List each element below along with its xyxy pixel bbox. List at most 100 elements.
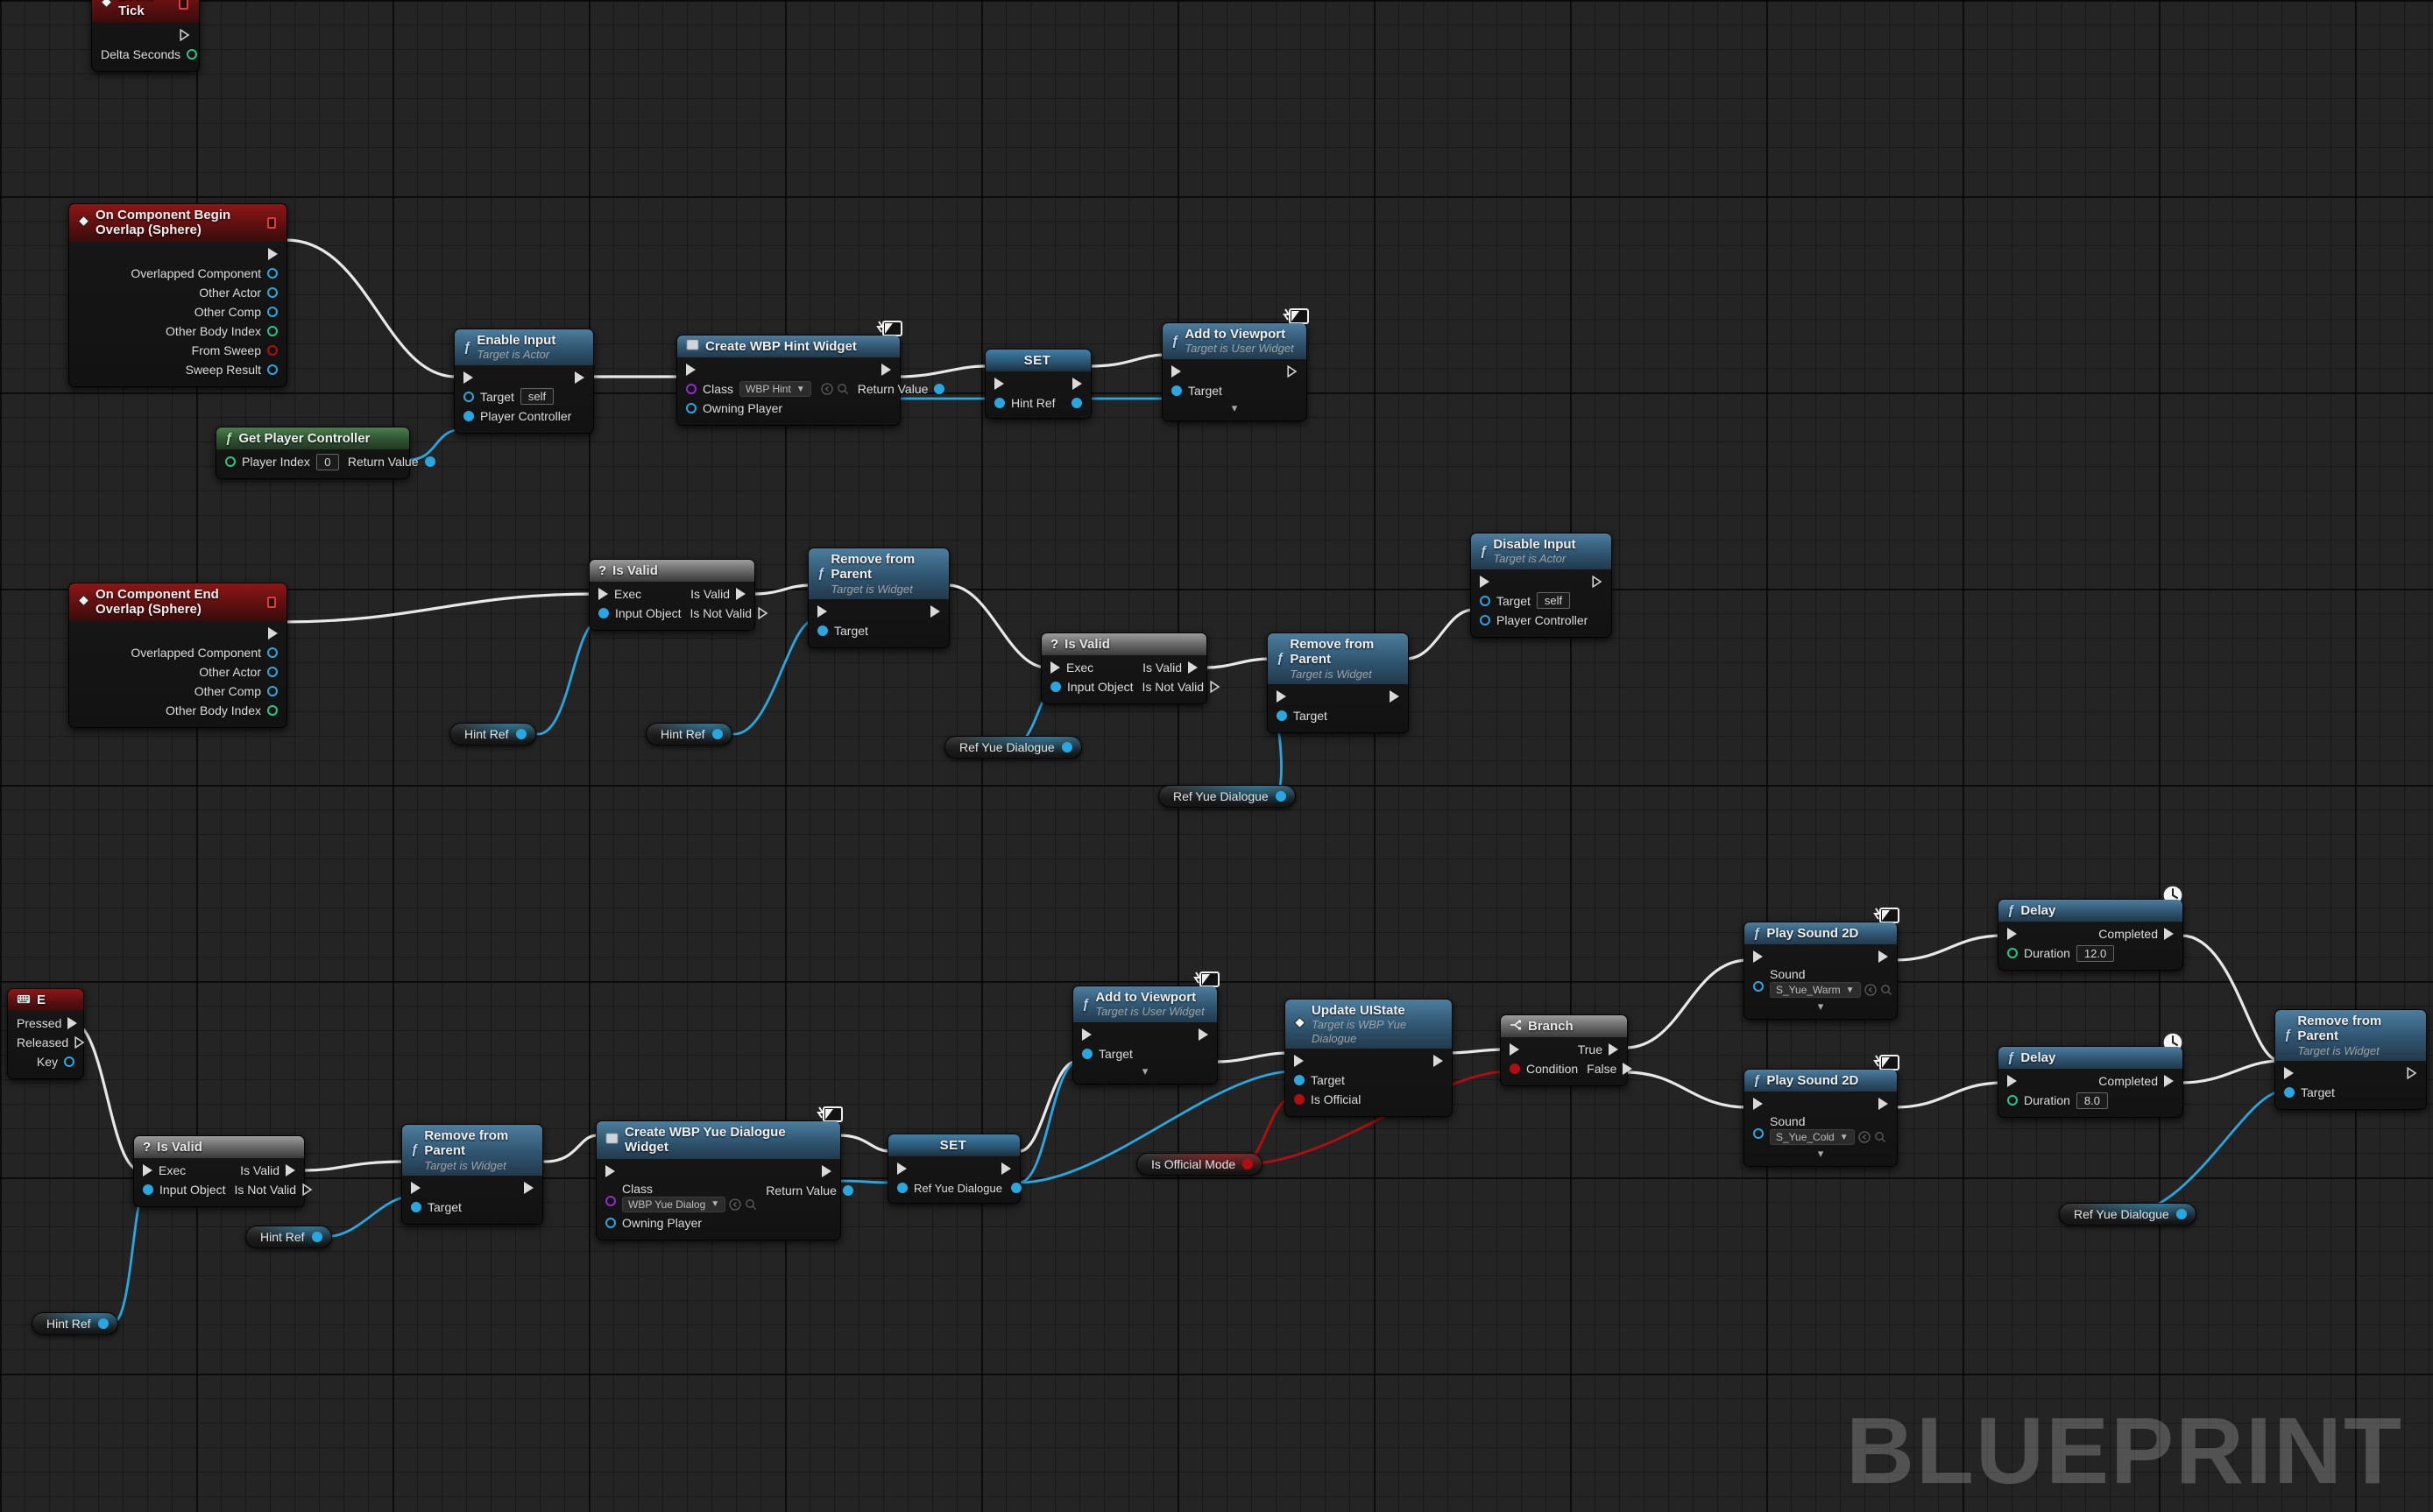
float-in-pin-icon[interactable]	[2007, 948, 2018, 959]
node-get-player-controller[interactable]: ƒ Get Player Controller Player Index 0 R…	[216, 427, 435, 480]
pin-row-condition-false[interactable]: Condition False	[1501, 1059, 1633, 1078]
object-out-pin-icon[interactable]	[267, 267, 278, 279]
event-breakpoint-icon[interactable]	[266, 216, 276, 229]
object-out-pin-icon[interactable]	[97, 1318, 109, 1329]
exec-in-pin-icon[interactable]	[2284, 1067, 2294, 1080]
exec-out-pin-icon[interactable]	[1001, 1162, 1011, 1176]
int-out-pin-icon[interactable]	[267, 704, 278, 716]
object-in-pin-icon[interactable]	[598, 608, 609, 619]
class-in-pin-icon[interactable]	[605, 1195, 616, 1206]
bool-in-pin-icon[interactable]	[1510, 1063, 1520, 1075]
object-out-pin-icon[interactable]	[311, 1232, 322, 1242]
player-index-input[interactable]: 0	[315, 453, 339, 470]
pin-row-target[interactable]: Target	[1268, 706, 1408, 725]
object-in-pin-icon[interactable]	[1082, 1048, 1093, 1059]
pin-row-is-official[interactable]: Is Official	[1285, 1090, 1452, 1109]
pin-row-sweep-result[interactable]: Sweep Result	[69, 360, 286, 379]
pin-row-exec[interactable]	[888, 1159, 1020, 1178]
bool-out-pin-icon[interactable]	[267, 344, 278, 356]
pin-row-class[interactable]: Class WBP Hint ▼ Return Value	[677, 379, 945, 399]
pin-row-target[interactable]: Target	[1285, 1070, 1452, 1090]
object-in-pin-icon[interactable]	[411, 1202, 421, 1213]
exec-in-pin-icon[interactable]	[2007, 928, 2017, 941]
exec-out-pin-icon[interactable]	[2407, 1067, 2417, 1080]
pin-row-exec[interactable]	[1268, 687, 1408, 706]
node-play-sound-2d-warm[interactable]: ƒ Play Sound 2D Sound S_Yue_	[1743, 908, 1899, 1021]
object-out-pin-icon[interactable]	[2175, 1209, 2187, 1219]
pin-row-exec[interactable]: Exec Is Valid	[134, 1161, 304, 1180]
pin-row-target[interactable]: Target self	[1471, 591, 1611, 611]
bool-out-pin-icon[interactable]	[1242, 1159, 1254, 1169]
target-self-value[interactable]: self	[1536, 592, 1571, 610]
pin-row-exec[interactable]	[1744, 1094, 1897, 1113]
exec-out-pin-icon[interactable]	[1287, 364, 1298, 378]
node-remove-from-parent-2[interactable]: ƒ Remove from Parent Target is Widget Ta…	[1267, 632, 1409, 734]
sound-select[interactable]: S_Yue_Warm ▼	[1770, 982, 1861, 999]
object-out-pin-icon[interactable]	[424, 456, 435, 468]
pin-row-exec[interactable]	[1163, 362, 1306, 381]
node-on-component-begin-overlap[interactable]: On Component Begin Overlap (Sphere) Over…	[68, 203, 287, 387]
pin-row-input-object[interactable]: Input Object Is Not Valid	[134, 1180, 313, 1199]
int-in-pin-icon[interactable]	[225, 456, 236, 468]
object-out-pin-icon[interactable]	[1275, 791, 1286, 802]
target-self-value[interactable]: self	[520, 388, 555, 406]
variable-getter-hint-ref-2[interactable]: Hint Ref	[646, 723, 732, 745]
node-delay-8[interactable]: ƒ Delay Completed Duration 8.0	[1998, 1032, 2183, 1119]
pin-row-exec[interactable]	[2275, 1063, 2426, 1083]
object-out-pin-icon[interactable]	[267, 646, 278, 658]
object-out-pin-icon[interactable]	[1072, 398, 1082, 409]
pin-row-overlapped-component[interactable]: Overlapped Component	[69, 643, 286, 662]
object-in-pin-icon[interactable]	[1480, 595, 1490, 606]
exec-out-pin-icon[interactable]	[1878, 950, 1888, 964]
node-branch[interactable]: Branch True Condition False	[1500, 1014, 1633, 1087]
pin-row-exec[interactable]	[809, 602, 949, 621]
object-in-pin-icon[interactable]	[605, 1217, 616, 1228]
object-in-pin-icon[interactable]	[463, 410, 474, 421]
pin-row-exec[interactable]	[1471, 572, 1611, 591]
pin-row-target[interactable]: Target	[2275, 1083, 2426, 1102]
object-in-pin-icon[interactable]	[143, 1184, 153, 1196]
pin-row-sound[interactable]: Sound S_Yue_Cold ▼	[1744, 1113, 1897, 1146]
exec-out-pin-icon[interactable]	[180, 28, 190, 41]
variable-getter-hint-ref-3[interactable]: Hint Ref	[245, 1226, 332, 1248]
node-update-uistate[interactable]: Update UIState Target is WBP Yue Dialogu…	[1284, 999, 1453, 1118]
node-expander-icon[interactable]: ▾	[1231, 400, 1238, 414]
node-input-key-e[interactable]: E Pressed Released Key	[7, 988, 85, 1080]
bool-in-pin-icon[interactable]	[1294, 1094, 1305, 1106]
class-browse-icons[interactable]	[729, 1198, 757, 1211]
exec-out-pin-icon[interactable]	[67, 1017, 78, 1030]
node-add-to-viewport-2[interactable]: ƒ Add to Viewport Target is User Widget …	[1072, 971, 1220, 1085]
object-out-pin-icon[interactable]	[267, 286, 278, 298]
pin-row-exec[interactable]: Exec Is Valid	[590, 584, 754, 604]
node-create-wbp-yue-dialogue-widget[interactable]: Create WBP Yue Dialogue Widget Class	[596, 1106, 853, 1240]
exec-out-pin-icon[interactable]	[881, 364, 891, 377]
object-out-pin-icon[interactable]	[515, 729, 527, 739]
pin-row-hint-ref[interactable]: Hint Ref	[986, 393, 1091, 413]
node-play-sound-2d-cold[interactable]: ƒ Play Sound 2D Sound S_Yue_	[1743, 1055, 1899, 1168]
node-remove-from-parent-3[interactable]: ƒ Remove from Parent Target is Widget Ta…	[401, 1124, 543, 1226]
object-in-pin-icon[interactable]	[463, 391, 474, 402]
exec-out-pin-icon[interactable]	[302, 1183, 313, 1197]
pin-row-owning-player[interactable]: Owning Player	[597, 1213, 840, 1233]
class-in-pin-icon[interactable]	[686, 384, 697, 395]
class-select[interactable]: WBP Yue Dialog ▼	[622, 1196, 726, 1212]
exec-in-pin-icon[interactable]	[897, 1162, 907, 1176]
pin-row-ref-yue-dialogue[interactable]: Ref Yue Dialogue	[888, 1178, 1022, 1198]
exec-out-pin-icon[interactable]	[758, 607, 768, 620]
pin-row-input-object[interactable]: Input Object Is Not Valid	[590, 604, 768, 623]
pin-row-exec[interactable]	[986, 374, 1091, 393]
pin-row-player-controller[interactable]: Player Controller	[1471, 611, 1611, 630]
variable-getter-ref-yue-1[interactable]: Ref Yue Dialogue	[944, 736, 1082, 759]
pin-row-exec[interactable]	[402, 1178, 542, 1198]
exec-out-pin-icon[interactable]	[268, 247, 278, 260]
pin-row-exec[interactable]: Completed	[1998, 924, 2182, 943]
pin-row-exec-out[interactable]	[69, 624, 286, 643]
duration-input[interactable]: 8.0	[2076, 1092, 2108, 1109]
exec-in-pin-icon[interactable]	[817, 605, 827, 618]
exec-out-pin-icon[interactable]	[286, 1164, 295, 1177]
event-breakpoint-icon[interactable]	[178, 0, 188, 10]
exec-out-pin-icon[interactable]	[1188, 661, 1198, 675]
object-out-pin-icon[interactable]	[267, 666, 278, 677]
pin-row-exec[interactable]	[1285, 1051, 1452, 1070]
